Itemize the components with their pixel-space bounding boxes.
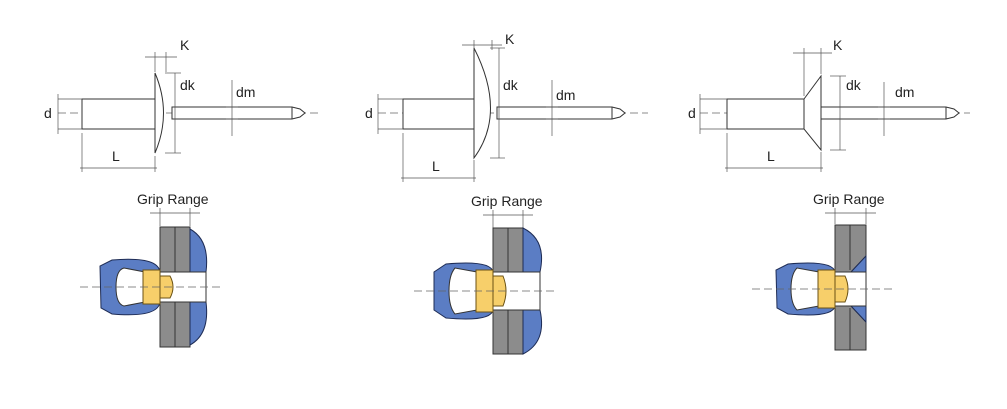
- installed-large-flange: Grip Range: [414, 193, 558, 355]
- label-l: L: [432, 158, 440, 174]
- installed-dome-head: Grip Range: [80, 191, 222, 348]
- label-l: L: [767, 148, 775, 164]
- rivet-head-top: [189, 228, 208, 273]
- label-d: d: [688, 105, 696, 121]
- grip-range-label: Grip Range: [471, 193, 543, 209]
- grip-range-label: Grip Range: [813, 191, 885, 207]
- rivet-large-flange-head: [473, 47, 491, 160]
- rivet-large-flange-drawing: d dk dm K L: [365, 31, 648, 182]
- label-dk: dk: [846, 77, 862, 93]
- label-dk: dk: [180, 77, 196, 93]
- rivet-dome-head-drawing: d dk dm K L: [44, 37, 318, 172]
- label-k: K: [505, 31, 515, 47]
- label-dm: dm: [556, 87, 575, 103]
- label-d: d: [365, 105, 373, 121]
- rivet-shank: [402, 98, 475, 130]
- rivet-shank: [81, 98, 156, 130]
- label-dm: dm: [895, 84, 914, 100]
- installed-countersunk: Grip Range: [752, 191, 896, 351]
- mandrel: [496, 106, 626, 120]
- rivet-head-bottom: [189, 301, 208, 346]
- mandrel: [171, 106, 306, 120]
- rivet-countersunk-drawing: d dk dm K L: [688, 37, 970, 172]
- label-dm: dm: [236, 84, 255, 100]
- rivet-shank: [726, 98, 805, 130]
- rivet-head-bottom: [522, 309, 543, 355]
- mandrel: [820, 106, 960, 120]
- label-k: K: [180, 37, 190, 53]
- label-d: d: [44, 105, 52, 121]
- rivet-dome-head: [154, 72, 164, 154]
- rivet-countersunk-head: [803, 74, 822, 152]
- rivet-head-top: [522, 227, 543, 273]
- grip-range-label: Grip Range: [137, 191, 209, 207]
- label-l: L: [112, 148, 120, 164]
- label-dk: dk: [503, 77, 519, 93]
- label-k: K: [833, 37, 843, 53]
